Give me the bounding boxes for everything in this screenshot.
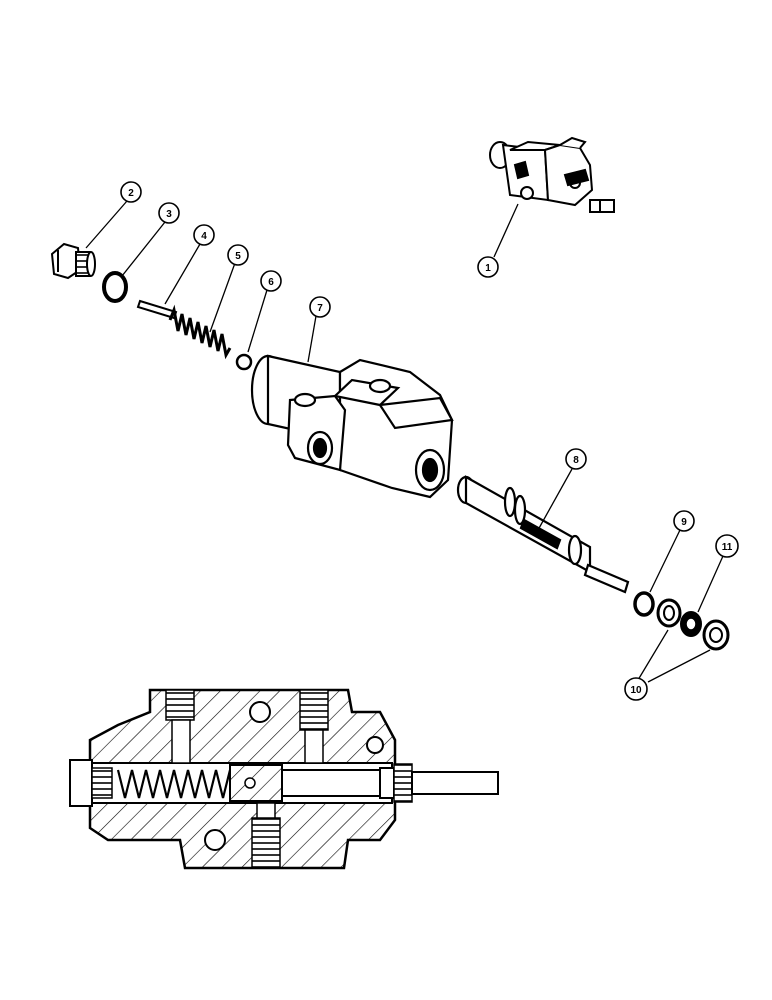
callout-label: 7: [317, 303, 323, 314]
callout-label: 2: [128, 188, 134, 199]
callout-7: 7: [309, 296, 331, 318]
callout-label: 10: [630, 685, 642, 696]
washer-10a-illustration: [656, 598, 682, 628]
callout-9: 9: [673, 510, 695, 532]
callout-label: 1: [485, 263, 491, 274]
plug-illustration: [50, 242, 96, 280]
callout-1: 1: [477, 256, 499, 278]
leader-lines: [85, 200, 724, 683]
callout-label: 5: [235, 251, 241, 262]
seal-ring-9-illustration: [633, 591, 655, 617]
valve-assembly-illustration: [489, 136, 615, 213]
o-ring-illustration: [102, 271, 128, 303]
callout-label: 6: [268, 277, 274, 288]
callout-5: 5: [227, 244, 249, 266]
washer-10b-illustration: [702, 619, 730, 651]
callout-11: 11: [715, 534, 739, 558]
cross-section-view: [69, 688, 499, 870]
callout-4: 4: [193, 224, 215, 246]
callout-label: 3: [166, 209, 172, 220]
callout-6: 6: [260, 270, 282, 292]
bushing-11-illustration: [680, 611, 702, 637]
callout-2: 2: [120, 181, 142, 203]
callout-3: 3: [158, 202, 180, 224]
callout-label: 11: [722, 542, 733, 553]
ball-illustration: [235, 353, 253, 371]
valve-body-illustration: [250, 354, 454, 499]
callout-label: 8: [573, 455, 579, 466]
callout-8: 8: [565, 448, 587, 470]
callout-label: 4: [201, 231, 207, 242]
callout-10: 10: [624, 677, 648, 701]
spring-illustration: [168, 304, 232, 360]
spool-illustration: [456, 475, 630, 594]
callout-label: 9: [681, 517, 687, 528]
